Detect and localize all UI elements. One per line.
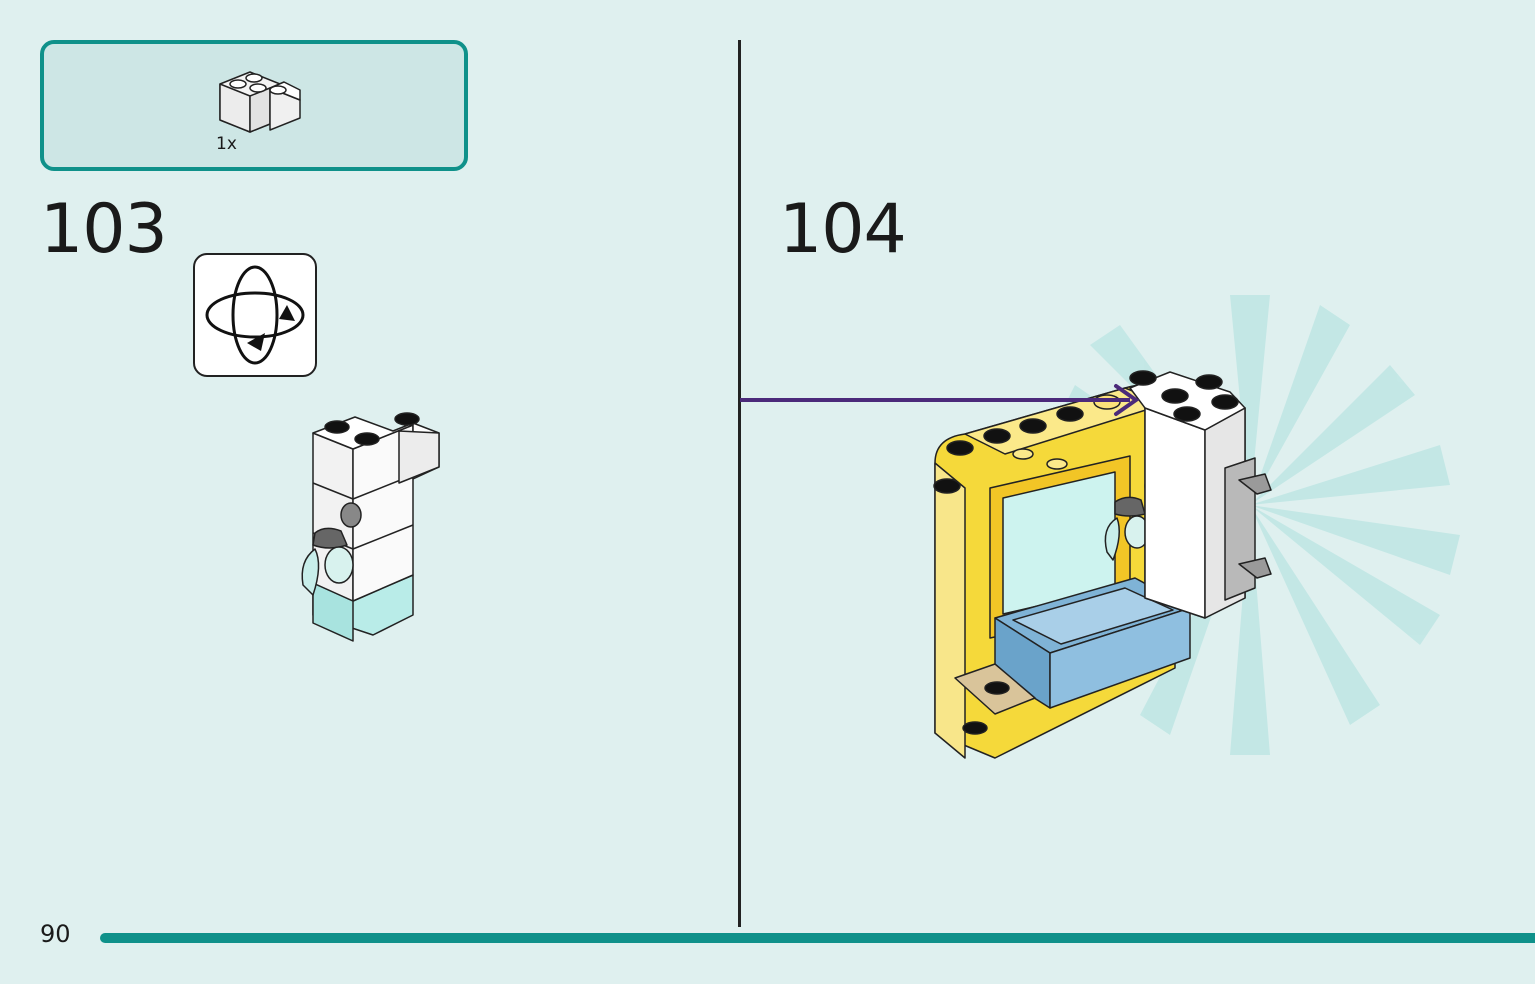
rotate-model-icon [193,253,317,377]
step-divider [738,40,741,927]
part-quantity: 1x [216,134,237,154]
step-number-103: 103 [40,190,168,269]
page-number: 90 [40,920,71,948]
step-103-model [301,412,440,642]
white-corner-brick-icon [219,71,301,133]
step-number-104: 104 [779,190,907,269]
attach-arrow [740,384,1140,416]
footer-bar [100,933,1535,943]
step-104-model [933,370,1272,759]
parts-callout: 1x [40,40,468,171]
